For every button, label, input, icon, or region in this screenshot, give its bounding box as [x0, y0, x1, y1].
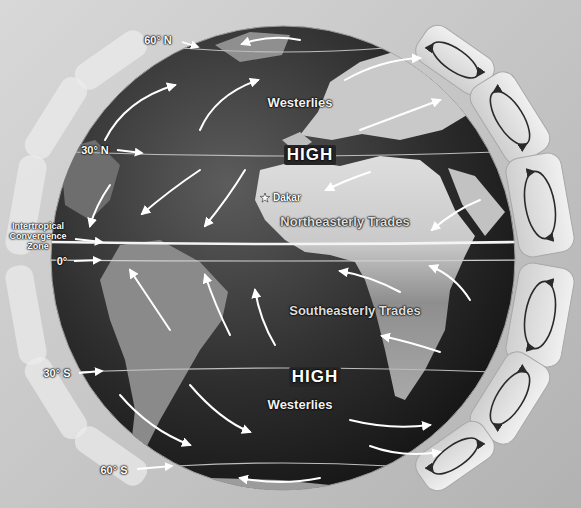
circulation-loop	[426, 431, 477, 471]
wind-arrow	[382, 336, 440, 352]
circulation-cell	[410, 416, 500, 496]
pressure-label: HIGH	[289, 367, 342, 387]
leader-arrow	[182, 42, 198, 47]
africa	[255, 156, 475, 400]
north-america	[60, 140, 120, 220]
wind-arrow	[340, 271, 400, 292]
leader-arrow	[117, 150, 142, 153]
circulation-loop	[520, 172, 546, 241]
wind-arrow	[105, 85, 175, 140]
latitude-label: 60° N	[144, 34, 172, 47]
cell-block	[410, 416, 500, 496]
leader-arrow	[75, 239, 102, 242]
circulation-loop	[520, 279, 546, 348]
latitude-line	[72, 368, 494, 372]
latitude-label: 30° N	[81, 144, 109, 157]
circulation-loop	[483, 92, 526, 151]
latitude-label: 30° S	[43, 367, 70, 380]
wind-label: Southeasterly Trades	[289, 304, 421, 319]
circulation-loop	[433, 35, 484, 75]
wind-arrow	[90, 185, 110, 226]
circulation-loop	[426, 44, 477, 84]
circulation-loop	[433, 440, 484, 480]
circulation-loop	[494, 372, 537, 431]
latitude-label: 0°	[57, 255, 68, 268]
circulation-loop	[534, 282, 560, 351]
city-star	[260, 193, 270, 202]
latitude-label: 60° S	[100, 464, 127, 477]
arctic-land	[215, 32, 290, 62]
zone-label: Intertropical Convergence Zone	[5, 221, 71, 251]
leader-arrow	[74, 260, 100, 261]
cell-block	[504, 151, 577, 259]
wind-label: Northeasterly Trades	[280, 215, 409, 230]
circulation-loop	[534, 169, 560, 238]
wind-arrow	[345, 58, 420, 80]
wind-arrow	[432, 200, 480, 230]
wind-arrow	[200, 80, 258, 130]
circulation-loop	[494, 85, 537, 144]
leader-arrow	[79, 371, 102, 373]
circulation-cells	[410, 20, 576, 496]
equator-line	[48, 260, 518, 261]
wind-arrow	[430, 266, 470, 300]
wind-arrow	[242, 38, 300, 44]
circulation-cell	[504, 151, 577, 259]
itcz-line	[48, 242, 518, 244]
wind-arrow	[255, 290, 275, 345]
pressure-label: HIGH	[284, 145, 337, 165]
antarctica	[140, 478, 360, 500]
wind-arrow	[370, 446, 440, 454]
wind-arrow	[190, 385, 250, 432]
leader-arrows	[74, 42, 198, 469]
wind-arrow	[142, 170, 200, 214]
latitude-line	[176, 463, 390, 466]
wind-arrow	[326, 172, 370, 190]
south-america	[100, 240, 228, 460]
cell-band	[4, 263, 49, 366]
city-label: Dakar	[273, 192, 301, 204]
continents	[48, 32, 518, 500]
wind-arrow	[205, 275, 230, 335]
leader-arrow	[137, 466, 172, 469]
wind-arrow	[205, 170, 245, 226]
wind-label: Westerlies	[268, 398, 333, 413]
wind-arrow	[130, 270, 170, 330]
circulation-loop	[483, 365, 526, 424]
latitude-line	[180, 48, 386, 52]
globe	[51, 26, 515, 490]
wind-arrow	[240, 478, 320, 482]
wind-arrow	[360, 100, 440, 130]
wind-arrows	[90, 38, 480, 482]
wind-label: Westerlies	[268, 96, 333, 111]
wind-arrow	[120, 395, 190, 445]
wind-arrow	[350, 420, 430, 427]
